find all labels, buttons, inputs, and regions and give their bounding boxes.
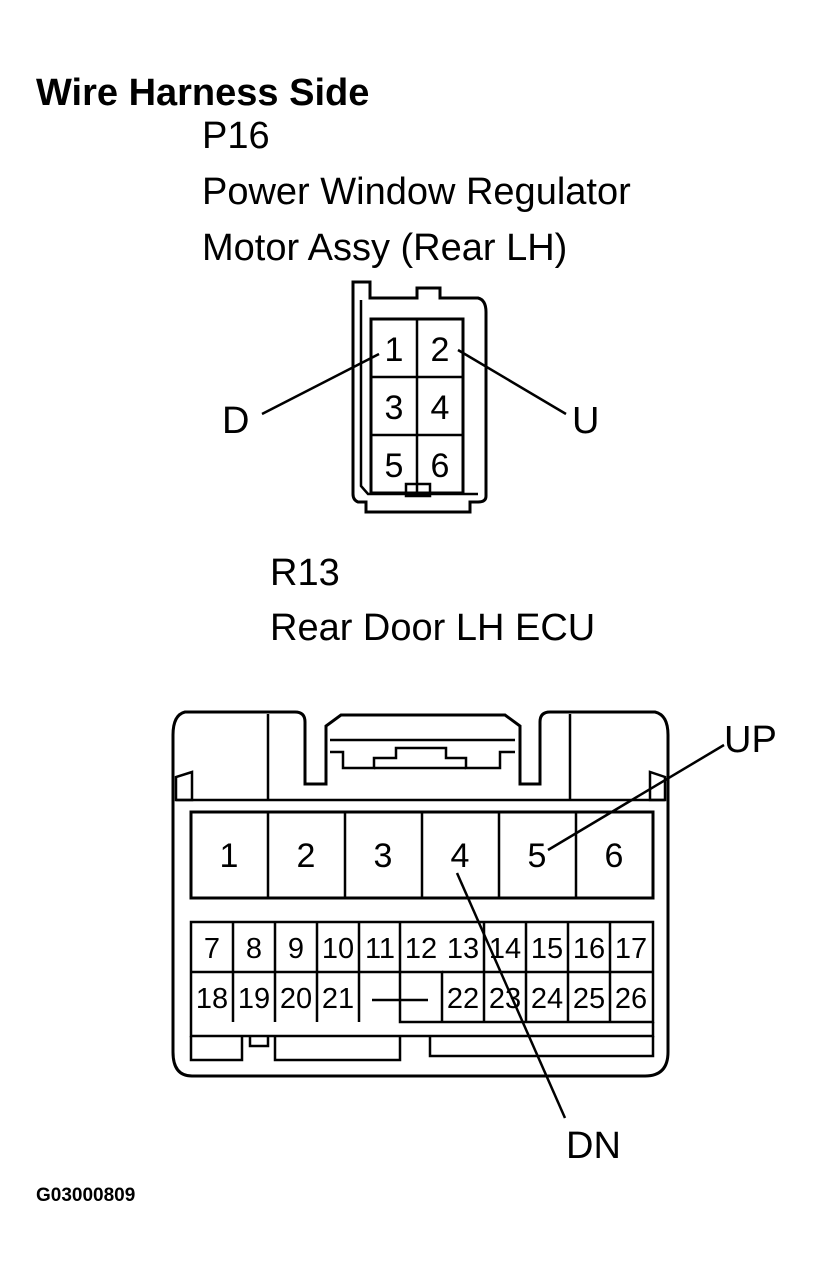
pin-label: 5	[385, 447, 404, 485]
callout-d: D	[222, 400, 249, 442]
leader-line-dn	[455, 872, 567, 1119]
connector-a-name-line2: Motor Assy (Rear LH)	[202, 227, 567, 269]
pin-label: 22	[447, 983, 479, 1015]
pin-label: 23	[489, 983, 521, 1015]
figure-code: G03000809	[36, 1185, 135, 1206]
connector-a-pins: 1 2 3 4 5 6	[385, 331, 450, 485]
heading: Wire Harness Side	[36, 72, 369, 114]
pin-label: 2	[297, 837, 316, 875]
connector-b-shape	[171, 710, 670, 1078]
callout-dn: DN	[566, 1125, 621, 1167]
leader-line-d	[261, 352, 380, 416]
pin-label: 17	[615, 933, 647, 965]
connector-a-name-line1: Power Window Regulator	[202, 171, 631, 213]
pin-label: 14	[489, 933, 521, 965]
pin-label: 12	[405, 933, 437, 965]
pin-label: 8	[246, 933, 262, 965]
pin-label: 21	[322, 983, 354, 1015]
pin-label: 19	[238, 983, 270, 1015]
pin-label: 10	[322, 933, 354, 965]
pin-label: 1	[220, 837, 239, 875]
pin-label: 5	[528, 837, 547, 875]
pin-label: 9	[288, 933, 304, 965]
pin-label: 15	[531, 933, 563, 965]
pin-label: 4	[451, 837, 470, 875]
pin-label: 26	[615, 983, 647, 1015]
connector-a-shape	[351, 280, 488, 514]
pin-label: 3	[374, 837, 393, 875]
pin-label: 13	[447, 933, 479, 965]
pin-label: 18	[196, 983, 228, 1015]
pin-label: 24	[531, 983, 563, 1015]
callout-up: UP	[724, 719, 777, 761]
pin-label: 6	[431, 447, 450, 485]
pin-label: 25	[573, 983, 605, 1015]
connector-b-pins: 1 2 3 4 5 6 7 8 9 10 11 12 13 14 15 16 1…	[196, 837, 647, 1015]
pin-label: 2	[431, 331, 450, 369]
pin-label: 3	[385, 389, 404, 427]
connector-a-code: P16	[202, 115, 270, 157]
pin-label: 11	[365, 933, 395, 965]
pin-label: 6	[605, 837, 624, 875]
leader-line-u	[457, 348, 567, 416]
pin-label: 4	[431, 389, 450, 427]
connector-b-code: R13	[270, 552, 340, 594]
pin-label: 20	[280, 983, 312, 1015]
pin-label: 16	[573, 933, 605, 965]
leader-line-up	[547, 743, 725, 852]
connector-b-name: Rear Door LH ECU	[270, 607, 595, 649]
callout-u: U	[572, 400, 599, 442]
pin-label: 1	[385, 331, 404, 369]
pin-label: 7	[204, 933, 220, 965]
